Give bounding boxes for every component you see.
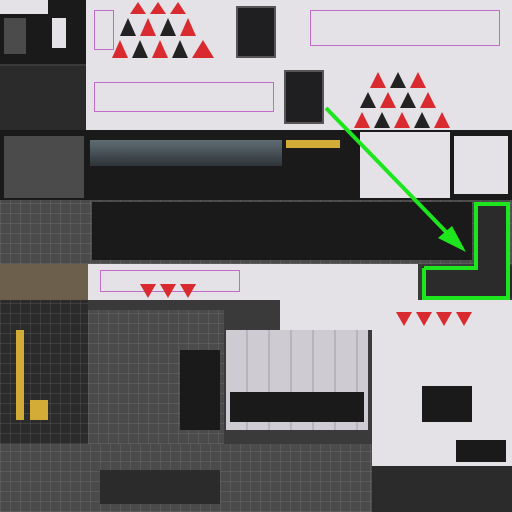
- bogie-frame: [100, 470, 220, 504]
- control-desk: [0, 300, 88, 444]
- cab-door-dark: [236, 6, 276, 58]
- livery-trim-left: [94, 10, 114, 50]
- green-arrow-icon: [324, 106, 466, 252]
- glass-panel-row: [90, 140, 282, 166]
- highlighted-component: [478, 204, 508, 268]
- grille-panel: [4, 136, 84, 198]
- green-highlight-outline: [422, 202, 510, 300]
- yellow-handrail-left: [16, 330, 24, 420]
- cab-window-dark: [284, 70, 324, 124]
- cab-detail-block: [4, 18, 26, 54]
- door-windows: [230, 392, 364, 422]
- cab-mirror-block: [454, 136, 508, 194]
- window-band-pink: [94, 82, 274, 112]
- left-equipment-box: [0, 66, 86, 130]
- livery-trim-right: [310, 10, 500, 46]
- yellow-warning-stripe: [286, 140, 340, 148]
- cab-light-housing: [52, 18, 66, 48]
- underframe-right: [422, 266, 512, 298]
- red-chevron-strip-lower: [140, 284, 472, 326]
- bottom-right-panel: [372, 466, 512, 512]
- yellow-handrail-mid: [30, 400, 48, 420]
- cab-nose-windshield: [422, 386, 472, 422]
- side-livery-lower-right: [280, 300, 512, 330]
- interior-cabinet: [180, 350, 220, 430]
- red-triangle-logo-2: [354, 72, 450, 128]
- cab-nose-lights: [456, 440, 506, 462]
- roof-vent-long: [92, 202, 472, 260]
- red-triangle-logo: [112, 2, 214, 58]
- cab-white-strip: [0, 0, 48, 14]
